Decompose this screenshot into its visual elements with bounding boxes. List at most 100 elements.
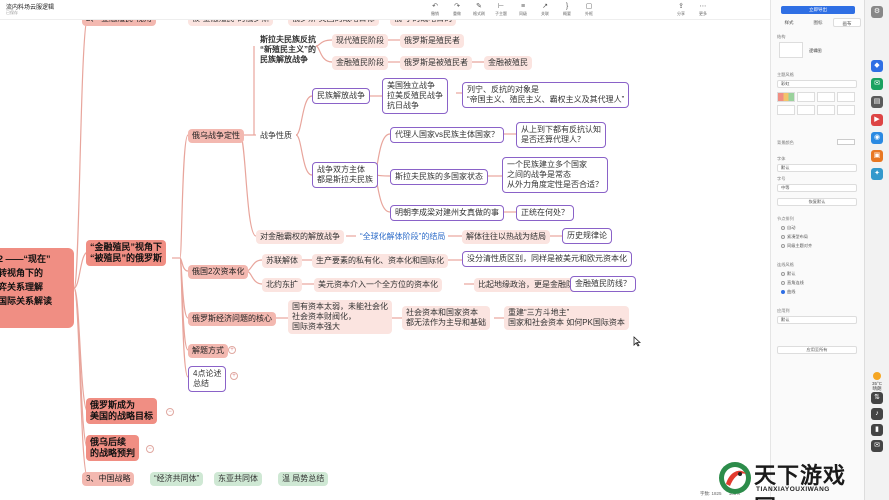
node-proxy-answer[interactable]: 从上到下都有反抗认知 是否还算代理人？	[516, 122, 606, 148]
reset-button[interactable]: 恢复默认	[777, 198, 857, 206]
node-four-points[interactable]: 4点论述 总结	[188, 366, 227, 392]
node-multi-state[interactable]: 斯拉夫民族的多国家状态	[390, 169, 488, 185]
node-hegemony-war[interactable]: 对金融霸权的解放战争	[256, 230, 344, 244]
node-state-capital[interactable]: 国有资本太弱，未能社会化 社会资本财阀化， 国际资本强大	[288, 300, 392, 334]
node-lenin[interactable]: 列宁、反抗的对象是 “帝国主义、殖民主义、霸权主义及其代理人”	[462, 82, 630, 108]
layout-option-align[interactable]: 同级主题对齐	[781, 243, 812, 249]
more-button[interactable]: ⋯更多	[692, 2, 714, 17]
summary-button[interactable]: }概要	[556, 2, 578, 17]
node-modern-colonial[interactable]: 现代殖民阶段	[332, 34, 388, 48]
store-icon[interactable]: ▣	[871, 150, 883, 162]
chat-icon[interactable]: ✉	[871, 78, 883, 90]
node-solution[interactable]: 解题方式	[188, 344, 228, 358]
node-legitimacy[interactable]: 正统在何处？	[516, 205, 574, 221]
node-war-type[interactable]: 战争性质	[260, 131, 292, 140]
settings-icon[interactable]: ⚙	[871, 6, 883, 18]
node-financial-colonial[interactable]: 金融殖民阶段	[332, 56, 388, 70]
theme-swatch[interactable]	[817, 92, 835, 102]
node-one-nation[interactable]: 一个民族建立多个国家 之间的战争是常态 从外力角度定性是否合适？	[502, 157, 608, 193]
node-capitalization[interactable]: 俄国2次资本化	[188, 265, 249, 279]
media-icon[interactable]: ▶	[871, 114, 883, 126]
node-independence-wars[interactable]: 美国独立战争 拉美反殖民战争 抗日战争	[382, 78, 448, 114]
collapse-toggle-icon[interactable]: −	[166, 408, 174, 416]
weather-widget[interactable]: 35°C 晴朗	[867, 372, 887, 392]
radio-icon	[781, 243, 785, 248]
tab-icons[interactable]: 图标	[813, 20, 823, 25]
sibling-topic-button[interactable]: ≡同级	[512, 2, 534, 17]
apply-select[interactable]: 默认	[777, 316, 857, 324]
undo-button[interactable]: ↶撤销	[424, 2, 446, 17]
theme-swatch[interactable]	[797, 105, 815, 115]
line-option-default[interactable]: 默认	[781, 271, 795, 277]
apply-all-button[interactable]: 应用至所有	[777, 346, 857, 354]
mail-icon[interactable]: ✦	[871, 168, 883, 180]
line-option-right-angle[interactable]: 直角连线	[781, 280, 804, 286]
notification-icon[interactable]: ✉	[871, 440, 883, 452]
branch-financial-colonial[interactable]: “金融殖民”视角下 “被殖民”的俄罗斯	[86, 240, 167, 266]
boundary-button[interactable]: ▢外框	[578, 2, 600, 17]
layout-option-compact[interactable]: 紧凑型布局	[781, 234, 808, 240]
line-option-curve[interactable]: 曲线	[781, 289, 795, 295]
node-slavic-subjects[interactable]: 战争双方主体 都是斯拉夫民族	[312, 162, 378, 188]
app-icon[interactable]: ◆	[871, 60, 883, 72]
node-us-capital[interactable]: 美元资本介入一个全方位的资本化	[314, 278, 442, 292]
branch-us-target[interactable]: 俄罗斯成为 美国的战略目标	[86, 398, 158, 424]
theme-swatch[interactable]	[797, 92, 815, 102]
share-button[interactable]: ⇪分享	[670, 2, 692, 17]
node-hot-war[interactable]: 解体往往以热战为结局	[462, 230, 550, 244]
node-history-law[interactable]: 历史规律论	[562, 228, 612, 244]
tab-canvas[interactable]: 画布	[833, 18, 861, 27]
root-node[interactable]: 2 ——“现在” 转视角下的 弈关系理解 国际关系解读	[0, 248, 74, 328]
node-proxy-question[interactable]: 代理人国家vs民族主体国家？	[390, 127, 504, 143]
network-icon[interactable]: ⇅	[871, 392, 883, 404]
child-topic-button[interactable]: ⊢子主题	[490, 2, 512, 17]
theme-swatch[interactable]	[777, 105, 795, 115]
layout-option-auto[interactable]: 自动	[781, 225, 795, 231]
node-russia-colonizer[interactable]: 俄罗斯是殖民者	[400, 34, 464, 48]
node-economy-core[interactable]: 俄罗斯经济问题的核心	[188, 312, 276, 326]
file-icon[interactable]: ▤	[871, 96, 883, 108]
document-title[interactable]: 流内料场云服逻辑	[6, 5, 55, 11]
collapse-toggle-icon[interactable]: +	[230, 372, 238, 380]
node-slavic-liberation[interactable]: 斯拉夫民族反抗 “新殖民主义”的 民族解放战争	[260, 35, 316, 64]
theme-swatch[interactable]	[837, 92, 855, 102]
branch-china-strategy[interactable]: 3、中国战略	[82, 472, 135, 486]
structure-preview[interactable]	[779, 42, 803, 58]
node-ussr[interactable]: 苏联解体	[262, 254, 302, 268]
node-economic-community[interactable]: “经济共同体”	[150, 472, 204, 486]
volume-icon[interactable]: ♪	[871, 408, 883, 420]
node-colonial-defense[interactable]: 金融殖民防线？	[570, 276, 636, 292]
node-privatization[interactable]: 生产要素的私有化、资本化和国际化	[312, 254, 448, 268]
node-financially-colonized[interactable]: 金融被殖民	[484, 56, 532, 70]
font-select[interactable]: 默认	[777, 164, 857, 172]
font-size-select[interactable]: 中等	[777, 184, 857, 192]
node-east-asia[interactable]: 东亚共同体	[214, 472, 262, 486]
node-no-distinction[interactable]: 没分清性质区别，同样是被美元和欧元资本化	[462, 251, 632, 267]
relation-button[interactable]: ↗关联	[534, 2, 556, 17]
bg-color-swatch[interactable]	[837, 139, 855, 145]
battery-icon[interactable]: ▮	[871, 424, 883, 436]
tab-style[interactable]: 样式	[784, 20, 794, 25]
node-summary[interactable]: 温 局势总结	[278, 472, 329, 486]
theme-swatch[interactable]	[777, 92, 795, 102]
theme-swatch[interactable]	[837, 105, 855, 115]
node-war-nature[interactable]: 俄乌战争定性	[188, 129, 244, 143]
browser-icon[interactable]: ◉	[871, 132, 883, 144]
node-financial-defense[interactable]: 比起地缘政治，更是金融防线	[474, 278, 586, 292]
collapse-toggle-icon[interactable]: +	[228, 346, 236, 354]
collapse-toggle-icon[interactable]: −	[146, 445, 154, 453]
node-nato[interactable]: 北约东扩	[262, 278, 302, 292]
node-russia-colonized[interactable]: 俄罗斯是被殖民者	[400, 56, 472, 70]
format-brush-button[interactable]: ✎格式刷	[468, 2, 490, 17]
branch-future[interactable]: 俄乌后续 的战略预判	[86, 435, 140, 461]
mindmap-canvas[interactable]: 2、“金融殖民”视角 被“金融殖民”的俄罗斯 俄罗斯-美国的战略目标 俄乌 的战…	[0, 0, 770, 500]
theme-select[interactable]: 彩虹	[777, 80, 857, 88]
node-globalization[interactable]: “全球化解体阶段”的结局	[360, 232, 446, 241]
theme-swatch[interactable]	[817, 105, 835, 115]
node-social-state[interactable]: 社会资本和国家资本 都无法作为主导和基础	[402, 306, 490, 330]
node-rebuild[interactable]: 重建“三方斗地主” 国家和社会资本 如何PK国际资本	[504, 306, 629, 330]
node-national-liberation[interactable]: 民族解放战争	[312, 88, 370, 104]
redo-button[interactable]: ↷重做	[446, 2, 468, 17]
node-ming-qing[interactable]: 明朝李成梁对建州女真做的事	[390, 205, 504, 221]
export-button[interactable]: 立即导出	[781, 6, 855, 14]
